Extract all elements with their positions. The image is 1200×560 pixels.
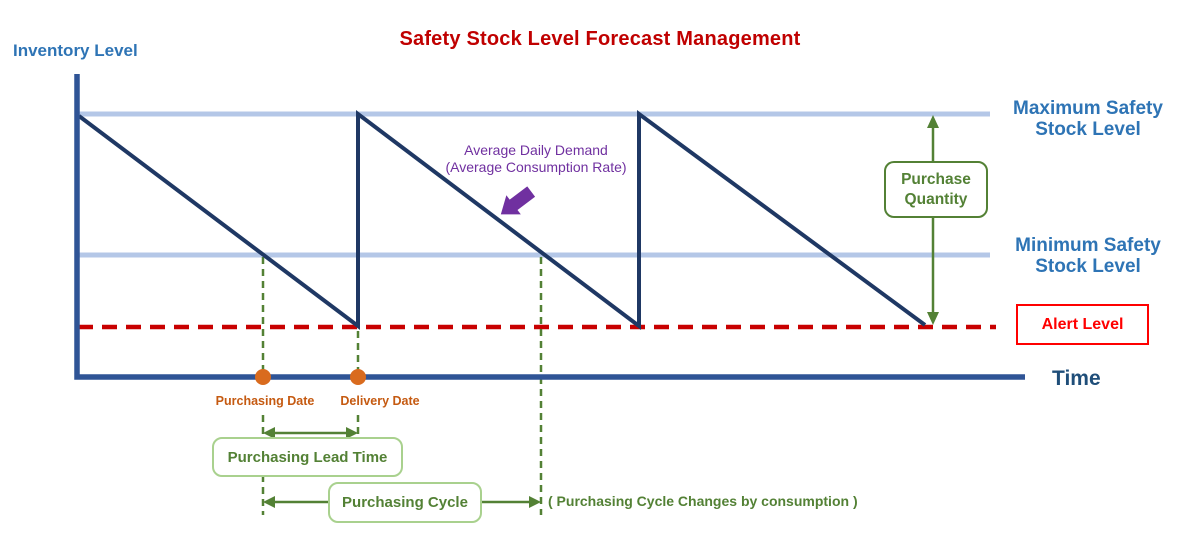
min-safety-stock-label: Minimum Safety Stock Level — [1015, 235, 1161, 277]
purchasing-date-dot — [255, 369, 271, 385]
delivery-date-label: Delivery Date — [340, 394, 420, 408]
purchasing-lead-time-box: Purchasing Lead Time — [212, 437, 403, 477]
delivery-date-dot — [350, 369, 366, 385]
y-axis-label: Inventory Level — [13, 41, 138, 60]
lead-time-arrow — [263, 427, 358, 439]
purchasing-date-label: Purchasing Date — [215, 394, 315, 408]
max-safety-stock-label: Maximum Safety Stock Level — [1013, 98, 1163, 140]
x-axis-label: Time — [1052, 367, 1101, 390]
avg-daily-demand-label: Average Daily Demand (Average Consumptio… — [445, 142, 627, 175]
purchase-quantity-box: Purchase Quantity — [884, 161, 988, 218]
purchasing-cycle-box: Purchasing Cycle — [328, 482, 482, 523]
cycle-note-label: ( Purchasing Cycle Changes by consumptio… — [548, 493, 858, 509]
alert-level-box: Alert Level — [1016, 304, 1149, 345]
purchase-quantity-arrow — [927, 115, 939, 325]
axes-lines — [74, 74, 1025, 380]
demand-direction-arrow-icon — [500, 186, 536, 215]
inventory-sawtooth-line — [77, 109, 927, 331]
page-title: Safety Stock Level Forecast Management — [399, 28, 801, 50]
